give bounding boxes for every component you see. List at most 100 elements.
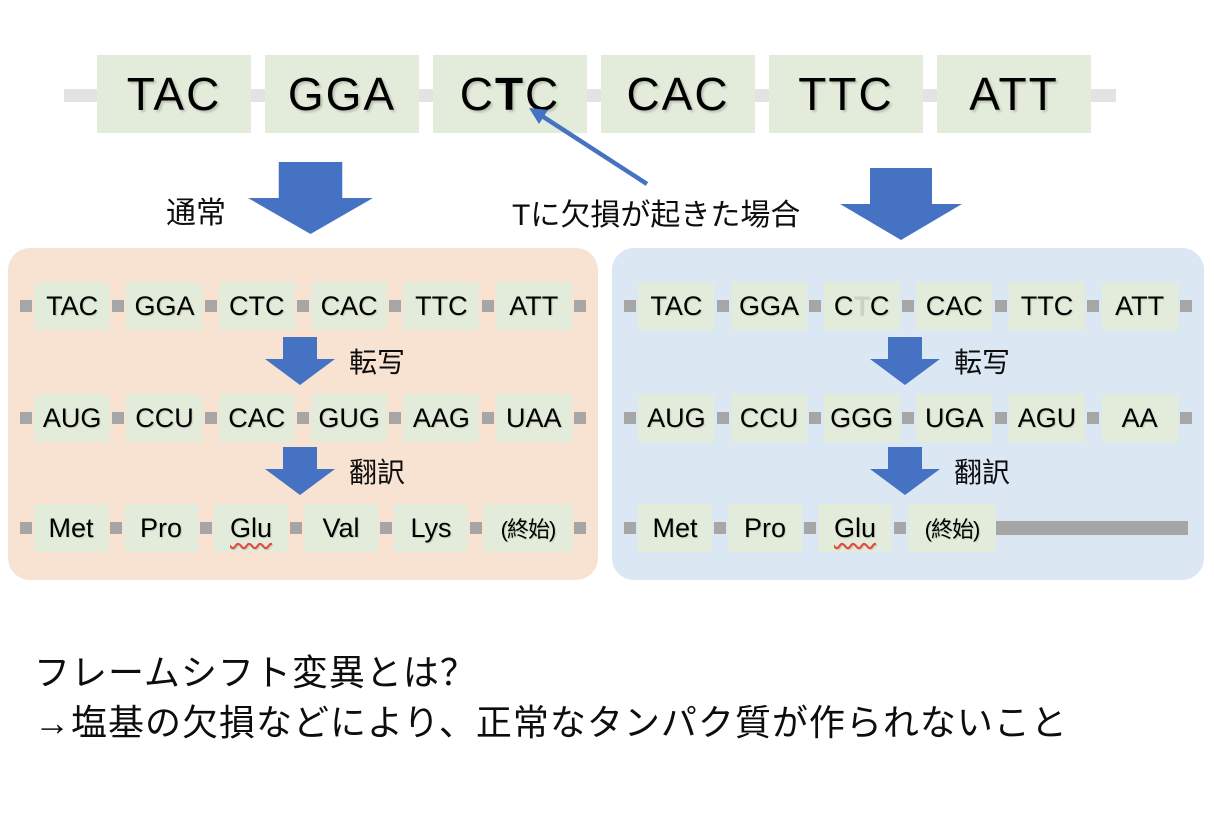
dna-codon: GGA bbox=[126, 282, 203, 330]
footer-question: フレームシフト変異とは？ bbox=[34, 652, 477, 693]
mrna-codon: UGA bbox=[916, 394, 993, 442]
strand-segment bbox=[1179, 300, 1192, 312]
strand-segment bbox=[1087, 412, 1100, 424]
amino-acid-label: Glu bbox=[833, 512, 877, 543]
strand-segment bbox=[716, 412, 729, 424]
strand-segment bbox=[1179, 412, 1192, 424]
strand-segment bbox=[112, 412, 125, 424]
strand-segment bbox=[20, 300, 32, 312]
footer-answer: →塩基の欠損などにより、正常なタンパク質が作られないこと bbox=[34, 702, 1068, 743]
strand-segment bbox=[200, 522, 212, 534]
strand-segment bbox=[624, 522, 636, 534]
strand-segment bbox=[20, 522, 32, 534]
amino-acid: Val bbox=[304, 504, 378, 552]
mrna-codon: AA bbox=[1101, 394, 1178, 442]
dna-codon: ATT bbox=[495, 282, 572, 330]
strand-segment bbox=[573, 300, 586, 312]
strand-segment bbox=[204, 412, 217, 424]
down-arrow-icon bbox=[869, 447, 940, 495]
strand-segment bbox=[624, 412, 636, 424]
strand-segment bbox=[112, 300, 125, 312]
dna-codon: CAC bbox=[916, 282, 993, 330]
mrna-codon: CAC bbox=[218, 394, 295, 442]
amino-acid: Pro bbox=[124, 504, 198, 552]
highlighted-base-t: T bbox=[494, 68, 526, 120]
stop-codon-cell: (終始) bbox=[484, 504, 572, 552]
transcription-step: 転写 bbox=[8, 336, 598, 386]
dna-codon: TAC bbox=[97, 55, 251, 133]
strand-segment bbox=[901, 412, 914, 424]
strand-segment bbox=[20, 412, 32, 424]
amino-acid: Pro bbox=[728, 504, 802, 552]
down-arrow-icon bbox=[840, 168, 962, 240]
transcription-label: 転写 bbox=[348, 347, 405, 378]
dna-codon: TTC bbox=[1008, 282, 1085, 330]
translation-label: 翻訳 bbox=[348, 457, 405, 488]
mrna-codon: AAG bbox=[403, 394, 480, 442]
dna-row: TAC GGA CTC CAC TTC ATT bbox=[18, 282, 588, 330]
strand-segment bbox=[716, 300, 729, 312]
truncated-protein-bar bbox=[996, 521, 1188, 535]
dna-codon: TAC bbox=[638, 282, 715, 330]
translation-label: 翻訳 bbox=[953, 457, 1010, 488]
strand-segment bbox=[470, 522, 482, 534]
down-arrow-icon bbox=[248, 162, 373, 234]
strand-segment bbox=[573, 412, 586, 424]
dna-codon: CTC bbox=[218, 282, 295, 330]
dna-codon: CAC bbox=[601, 55, 755, 133]
strand-segment bbox=[624, 300, 636, 312]
dna-codon: ATT bbox=[937, 55, 1091, 133]
strand-segment bbox=[714, 522, 726, 534]
amino-acid: Glu bbox=[214, 504, 288, 552]
strand-segment bbox=[994, 300, 1007, 312]
protein-row: Met Pro Glu Val Lys (終始) bbox=[18, 504, 588, 552]
strand-segment bbox=[809, 300, 822, 312]
strand-segment bbox=[389, 300, 402, 312]
dna-codon: TAC bbox=[34, 282, 111, 330]
mrna-codon: GGG bbox=[823, 394, 900, 442]
strand-segment bbox=[894, 522, 906, 534]
strand-segment bbox=[204, 300, 217, 312]
dna-codon: ATT bbox=[1101, 282, 1178, 330]
codon-letter: C bbox=[833, 290, 854, 321]
amino-acid: Met bbox=[34, 504, 108, 552]
strand-segment bbox=[296, 412, 309, 424]
translation-step: 翻訳 bbox=[8, 446, 598, 496]
amino-acid: Lys bbox=[394, 504, 468, 552]
strand-segment bbox=[994, 412, 1007, 424]
strand-segment bbox=[389, 412, 402, 424]
mrna-codon: UAA bbox=[495, 394, 572, 442]
mrna-codon: AUG bbox=[34, 394, 111, 442]
mrna-row: AUG CCU CAC GUG AAG UAA bbox=[18, 394, 588, 442]
amino-acid: Met bbox=[638, 504, 712, 552]
deletion-pointer-arrow-icon bbox=[529, 108, 649, 186]
strand-segment bbox=[296, 300, 309, 312]
stop-codon-cell: (終始) bbox=[908, 504, 996, 552]
codon-letter: C bbox=[459, 68, 495, 120]
deletion-case-label: Tに欠損が起きた場合 bbox=[512, 199, 801, 232]
dna-codon: CAC bbox=[311, 282, 388, 330]
down-arrow-icon bbox=[264, 447, 335, 495]
strand-segment bbox=[574, 522, 586, 534]
transcription-label: 転写 bbox=[953, 347, 1010, 378]
strand-segment bbox=[290, 522, 302, 534]
transcription-step: 転写 bbox=[612, 336, 1204, 386]
mrna-codon: AGU bbox=[1008, 394, 1085, 442]
normal-pathway-panel: TAC GGA CTC CAC TTC ATT 転写 AUG bbox=[8, 248, 598, 580]
mrna-codon: CCU bbox=[126, 394, 203, 442]
down-arrow-icon bbox=[264, 337, 335, 385]
strand-segment bbox=[901, 300, 914, 312]
normal-case-label: 通常 bbox=[166, 197, 226, 230]
protein-row: Met Pro Glu (終始) bbox=[622, 504, 1194, 552]
strand-segment bbox=[1087, 300, 1100, 312]
mrna-codon: GUG bbox=[311, 394, 388, 442]
strand-segment bbox=[380, 522, 392, 534]
dna-codon: GGA bbox=[730, 282, 807, 330]
amino-acid: Glu bbox=[818, 504, 892, 552]
amino-acid-label: Glu bbox=[229, 512, 273, 543]
